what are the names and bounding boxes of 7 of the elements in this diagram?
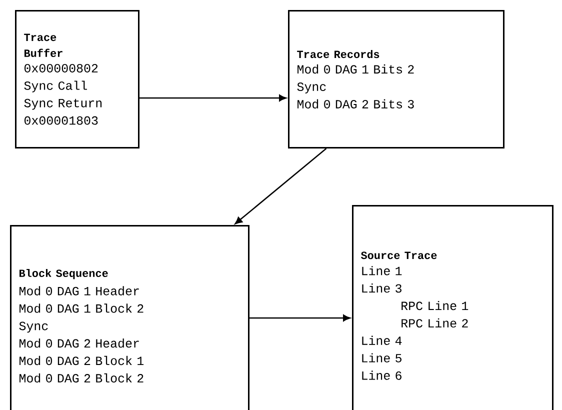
arrow bbox=[250, 314, 350, 322]
text-box: Trace Buffer 0x00000802 Sync Call Sync Return 0x00001803 bbox=[15, 10, 140, 148]
arrow bbox=[140, 94, 286, 102]
text-box: Source Trace Line 1 Line 3 RPC Line 1 RPC Line 2 Line 4 Line 5 Line 6 bbox=[352, 205, 554, 410]
text-box: Trace Records Mod 0 DAG 1 Bits 2 Sync Mod 0 DAG 2 Bits 3 bbox=[288, 10, 504, 148]
arrow bbox=[234, 148, 327, 224]
text-box: Block Sequence Mod 0 DAG 1 Header Mod 0 DAG 1 Block 2 Sync Mod 0 DAG 2 Header Mod 0 DAG 2 Block 1 Mod 0 DAG 2 Block 2 bbox=[10, 225, 250, 410]
